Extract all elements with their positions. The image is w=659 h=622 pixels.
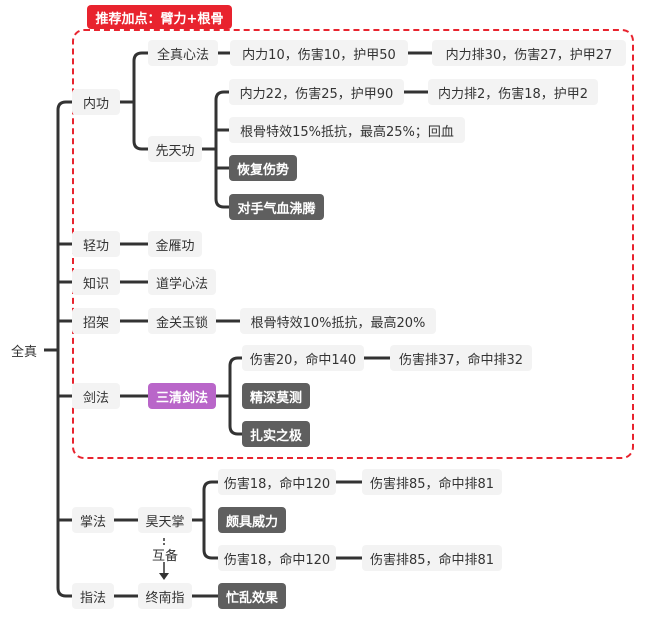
sanqing-effect-deep: 精深莫测 (242, 383, 310, 409)
haotian-stats: 伤害18，命中120 (218, 469, 336, 495)
skill-jinguan-yusuo[interactable]: 金关玉锁 (148, 308, 216, 334)
quanzhen-rank: 内力排30，伤害27，护甲27 (432, 40, 626, 66)
branch-jianfa[interactable]: 剑法 (72, 383, 120, 409)
xiantian-special: 根骨特效15%抵抗，最高25%；回血 (229, 117, 465, 143)
skill-daoxue-xinfa[interactable]: 道学心法 (148, 269, 216, 295)
skill-haotian-zhang[interactable]: 昊天掌 (138, 507, 192, 533)
haotian-rank: 伤害排85，命中排81 (362, 469, 502, 495)
mutual-arrow (159, 538, 169, 580)
recommend-badge: 推荐加点：臂力+根骨 (87, 5, 232, 29)
sanqing-rank: 伤害排37，命中排32 (390, 345, 532, 371)
skill-quanzhen-xinfa[interactable]: 全真心法 (148, 40, 218, 66)
branch-zhishi[interactable]: 知识 (72, 269, 120, 295)
skill-xiantian-gong[interactable]: 先天功 (148, 136, 202, 162)
zhongnan-rank: 伤害排85，命中排81 (362, 545, 502, 571)
branch-zhaojia[interactable]: 招架 (72, 308, 120, 334)
root-node[interactable]: 全真 (4, 337, 44, 363)
branch-zhifa[interactable]: 指法 (72, 583, 114, 609)
jinguan-special: 根骨特效10%抵抗，最高20% (240, 308, 436, 334)
haotian-effect: 颇具威力 (218, 507, 286, 533)
xiantian-effect-blood: 对手气血沸腾 (229, 194, 324, 220)
branch-neigong[interactable]: 内功 (72, 89, 120, 115)
skill-sanqing-jianfa[interactable]: 三清剑法 (148, 383, 216, 409)
sanqing-effect-solid: 扎实之极 (242, 421, 310, 447)
quanzhen-stats: 内力10，伤害10，护甲50 (230, 40, 408, 66)
zhongnan-effect: 忙乱效果 (218, 583, 286, 609)
xiantian-stats: 内力22，伤害25，护甲90 (229, 79, 404, 105)
skill-zhongnan-zhi[interactable]: 终南指 (138, 583, 192, 609)
skill-jinyan-gong[interactable]: 金雁功 (148, 231, 202, 257)
zhongnan-stats: 伤害18，命中120 (218, 545, 336, 571)
xiantian-effect-heal: 恢复伤势 (229, 155, 297, 181)
huxiang-label: 互备 (151, 548, 178, 564)
branch-zhangfa[interactable]: 掌法 (72, 507, 114, 533)
xiantian-rank: 内力排2，伤害18，护甲2 (428, 79, 598, 105)
branch-qinggong[interactable]: 轻功 (72, 231, 120, 257)
sanqing-stats: 伤害20，命中140 (242, 345, 364, 371)
